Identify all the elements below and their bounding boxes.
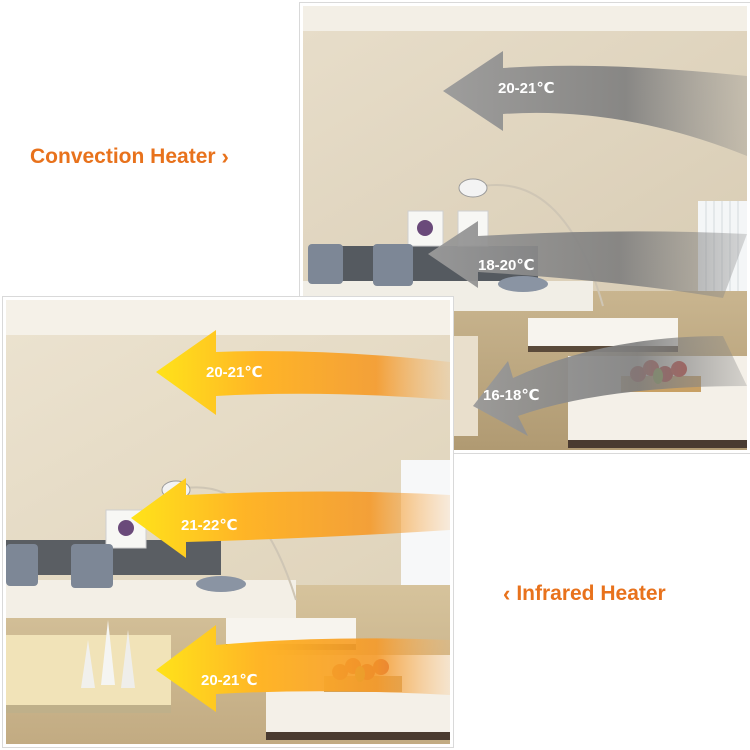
convection-heater-text: Convection Heater — [30, 145, 216, 168]
convection-temp-bottom: 16-18℃ — [483, 387, 540, 404]
convection-temp-top: 20-21℃ — [498, 80, 555, 97]
infrared-temp-middle: 21-22℃ — [181, 517, 238, 534]
convection-arrow-top — [443, 51, 747, 156]
convection-room-photo: 20-21℃ 18-20℃ 16-18℃ — [300, 3, 750, 453]
convection-heater-label: Convection Heater › — [30, 145, 229, 169]
infrared-temp-bottom: 20-21℃ — [201, 672, 258, 689]
infrared-room-photo: 20-21℃ 21-22℃ 20-21℃ — [3, 297, 453, 747]
convection-arrow-bottom — [473, 336, 747, 436]
infrared-arrow-bottom — [156, 625, 450, 712]
infrared-room-illustration: 20-21℃ 21-22℃ 20-21℃ — [6, 300, 450, 744]
convection-arrow-middle — [428, 221, 747, 298]
infrared-heater-label: ‹ Infrared Heater — [503, 582, 666, 606]
infrared-arrow-middle — [131, 478, 450, 558]
convection-temp-middle: 18-20℃ — [478, 257, 535, 274]
chevron-right-icon: › — [221, 144, 229, 169]
infrared-arrow-top — [156, 330, 450, 415]
convection-room-illustration: 20-21℃ 18-20℃ 16-18℃ — [303, 6, 747, 450]
infrared-heater-text: Infrared Heater — [516, 582, 666, 605]
infrared-temp-top: 20-21℃ — [206, 364, 263, 381]
chevron-left-icon: ‹ — [503, 581, 511, 606]
